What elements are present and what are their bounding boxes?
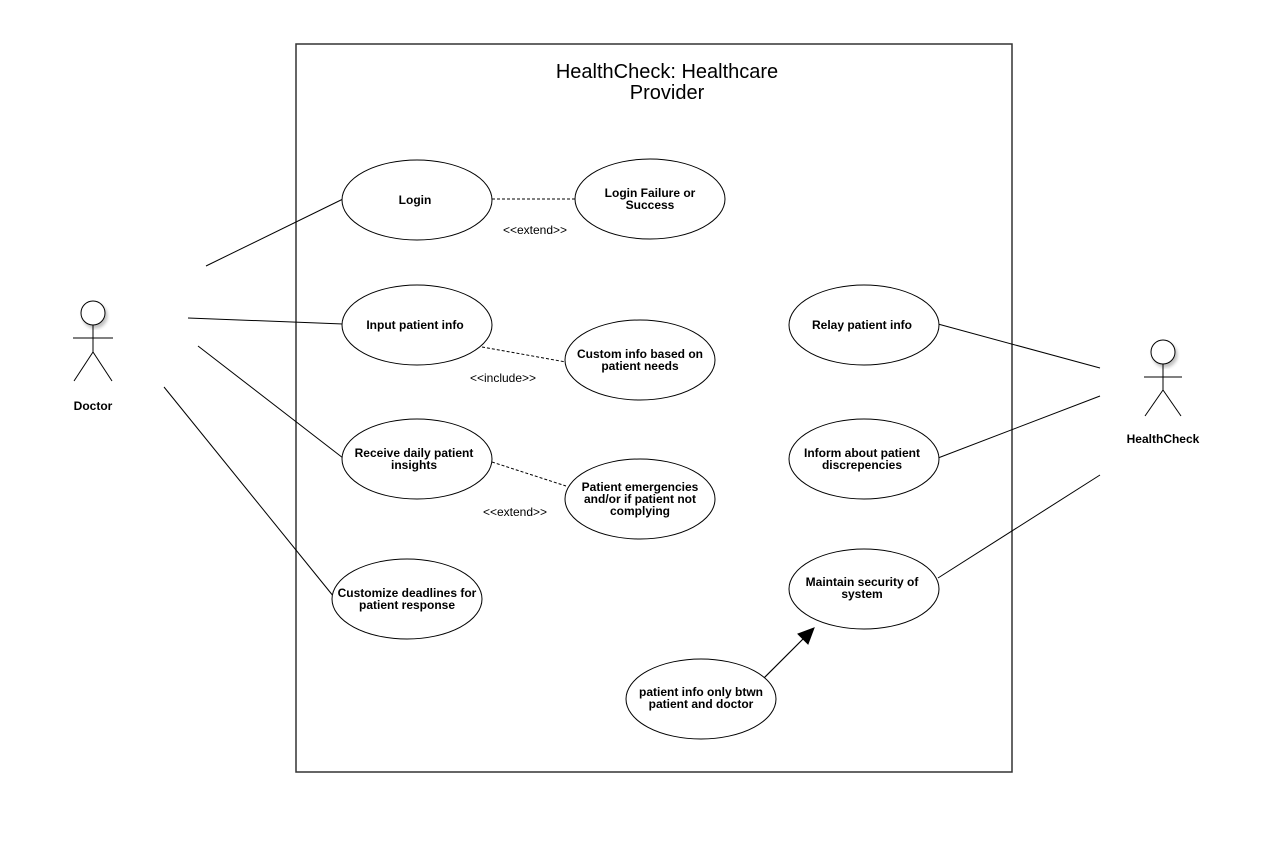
use-case-info-only[interactable]: patient info only btwn patient and docto… bbox=[625, 658, 777, 740]
use-case-input-patient-info-label: Input patient info bbox=[366, 318, 463, 332]
use-case-security-line2: system bbox=[841, 587, 882, 601]
use-case-login-label: Login bbox=[399, 193, 432, 207]
use-case-maintain-security[interactable]: Maintain security of system bbox=[788, 548, 940, 630]
use-case-info-only-line1: patient info only btwn bbox=[639, 685, 763, 699]
use-case-custom-info-line2: patient needs bbox=[601, 359, 679, 373]
assoc-doctor-login bbox=[205, 198, 344, 267]
actor-healthcheck-label: HealthCheck bbox=[1127, 432, 1200, 446]
include-custom-label: <<include>> bbox=[470, 371, 536, 385]
actor-healthcheck-head-icon bbox=[1150, 339, 1176, 365]
actor-healthcheck[interactable]: HealthCheck bbox=[1127, 339, 1200, 446]
assoc-healthcheck-security bbox=[937, 474, 1101, 579]
use-case-daily-insights-line2: insights bbox=[391, 458, 437, 472]
use-case-inform-discrepancies[interactable]: Inform about patient discrepencies bbox=[788, 418, 940, 500]
assoc-healthcheck-relay bbox=[937, 323, 1101, 369]
actor-doctor-label: Doctor bbox=[74, 399, 113, 413]
use-case-relay-info[interactable]: Relay patient info bbox=[788, 284, 940, 366]
use-case-inform-line2: discrepencies bbox=[822, 458, 902, 472]
use-case-daily-insights-line1: Receive daily patient bbox=[355, 446, 474, 460]
use-case-login-result[interactable]: Login Failure or Success bbox=[574, 158, 726, 240]
system-title-line1: HealthCheck: Healthcare bbox=[556, 61, 778, 83]
extend-emergency-line bbox=[491, 461, 567, 487]
extend-login-label: <<extend>> bbox=[503, 223, 567, 237]
system-title-line2: Provider bbox=[630, 82, 705, 104]
use-case-daily-insights[interactable]: Receive daily patient insights bbox=[341, 418, 493, 500]
include-custom-line bbox=[481, 346, 567, 363]
use-case-info-only-line2: patient and doctor bbox=[649, 697, 754, 711]
assoc-doctor-input-info bbox=[187, 317, 344, 325]
use-case-emergencies-line2: and/or if patient not bbox=[584, 492, 696, 506]
use-case-login-result-line1: Login Failure or bbox=[605, 186, 696, 200]
use-case-emergencies-line1: Patient emergencies bbox=[582, 480, 699, 494]
use-case-custom-info-line1: Custom info based on bbox=[577, 347, 703, 361]
use-case-deadlines-line1: Customize deadlines for bbox=[338, 586, 477, 600]
use-case-security-line1: Maintain security of bbox=[806, 575, 920, 589]
system-boundary bbox=[295, 43, 1013, 773]
actor-doctor-head-icon bbox=[80, 300, 106, 326]
use-case-emergencies[interactable]: Patient emergencies and/or if patient no… bbox=[564, 458, 716, 540]
use-case-deadlines[interactable]: Customize deadlines for patient response bbox=[331, 558, 483, 640]
use-case-deadlines-line2: patient response bbox=[359, 598, 455, 612]
use-case-login[interactable]: Login bbox=[341, 159, 493, 241]
use-case-emergencies-line3: complying bbox=[610, 504, 670, 518]
assoc-doctor-insights bbox=[197, 345, 344, 459]
use-case-custom-info[interactable]: Custom info based on patient needs bbox=[564, 319, 716, 401]
use-case-relay-info-label: Relay patient info bbox=[812, 318, 912, 332]
arrow-info-to-security bbox=[761, 637, 805, 681]
actor-doctor[interactable]: Doctor bbox=[73, 300, 113, 413]
assoc-healthcheck-inform bbox=[937, 395, 1101, 459]
extend-emergency-label: <<extend>> bbox=[483, 505, 547, 519]
arrowhead-security bbox=[797, 627, 815, 645]
assoc-doctor-deadlines bbox=[163, 386, 335, 598]
use-case-inform-line1: Inform about patient bbox=[804, 446, 920, 460]
use-case-login-result-line2: Success bbox=[626, 198, 675, 212]
use-case-input-patient-info[interactable]: Input patient info bbox=[341, 284, 493, 366]
